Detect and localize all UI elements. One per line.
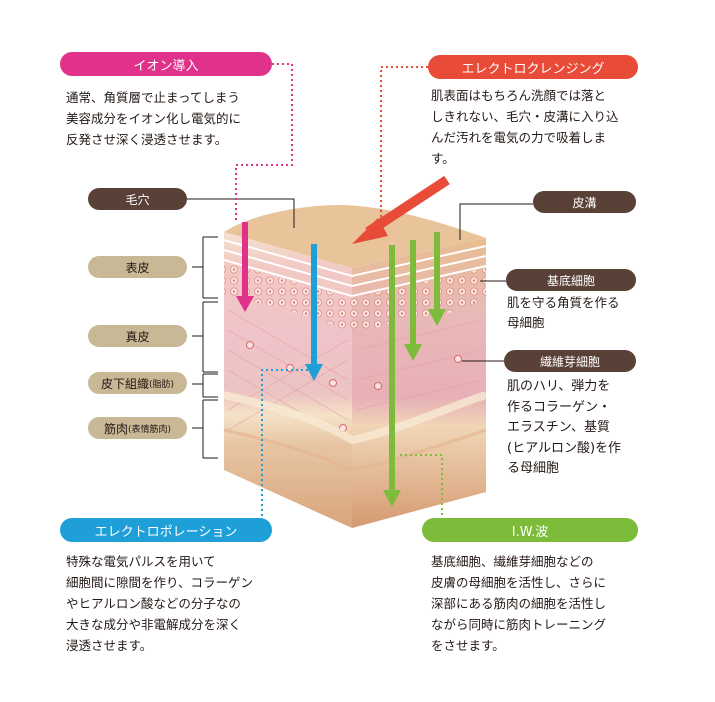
subcutis-note: (脂肪) bbox=[148, 379, 175, 390]
epidermis-label: 表皮 bbox=[88, 256, 187, 278]
iw-connector bbox=[400, 454, 443, 522]
fibroblast-label: 繊維芽細胞 bbox=[504, 350, 636, 372]
iw-wave-title: I.W.波 bbox=[422, 518, 638, 542]
layer-brackets bbox=[192, 236, 218, 459]
muscle-label-text: 筋肉 bbox=[103, 421, 128, 436]
cleansing-arrow bbox=[352, 175, 450, 244]
dermis-label: 真皮 bbox=[88, 325, 187, 347]
basal-cell-description: 肌を守る角質を作る 母細胞 bbox=[507, 295, 620, 330]
subcutis-label-text: 皮下組織 bbox=[100, 376, 149, 391]
ion-connector bbox=[235, 63, 293, 222]
pore-label: 毛穴 bbox=[88, 188, 187, 210]
iontophoresis-description: 通常、角質層で止まってしまう 美容成分をイオン化し電気的に 反発させ深く浸透させ… bbox=[66, 90, 242, 147]
skin-top-surface bbox=[224, 205, 486, 268]
iontophoresis-title: イオン導入 bbox=[60, 52, 272, 76]
muscle-label: 筋肉(表情筋肉) bbox=[88, 417, 187, 439]
poration-connector bbox=[261, 369, 313, 520]
fibroblast-description: 肌のハリ、弾力を 作るコラーゲン・ エラスチン、基質 (ヒアルロン酸)を作 る母… bbox=[507, 379, 622, 476]
ion-arrow bbox=[236, 222, 254, 312]
skin-groove-label: 皮溝 bbox=[533, 191, 636, 213]
iw-wave-description: 基底細胞、繊維芽細胞などの 皮膚の母細胞を活性し、さらに 深部にある筋肉の細胞を… bbox=[431, 554, 607, 653]
cleansing-connector bbox=[380, 66, 428, 228]
electro-cleansing-title: エレクトロクレンジング bbox=[428, 55, 638, 79]
electroporation-title: エレクトロポレーション bbox=[60, 518, 272, 542]
electroporation-description: 特殊な電気パルスを用いて 細胞間に隙間を作り、コラーゲン やヒアルロン酸などの分… bbox=[66, 554, 254, 653]
iw-arrows bbox=[383, 232, 446, 507]
poration-arrow bbox=[305, 244, 323, 381]
subcutis-label: 皮下組織(脂肪) bbox=[88, 372, 187, 394]
basal-cell-label: 基底細胞 bbox=[506, 269, 636, 291]
muscle-note: (表情筋肉) bbox=[127, 424, 172, 435]
electro-cleansing-description: 肌表面はもちろん洗顔では落と しきれない、毛穴・皮溝に入り込 んだ汚れを電気の力… bbox=[431, 88, 619, 166]
epidermis-cells bbox=[224, 262, 486, 332]
